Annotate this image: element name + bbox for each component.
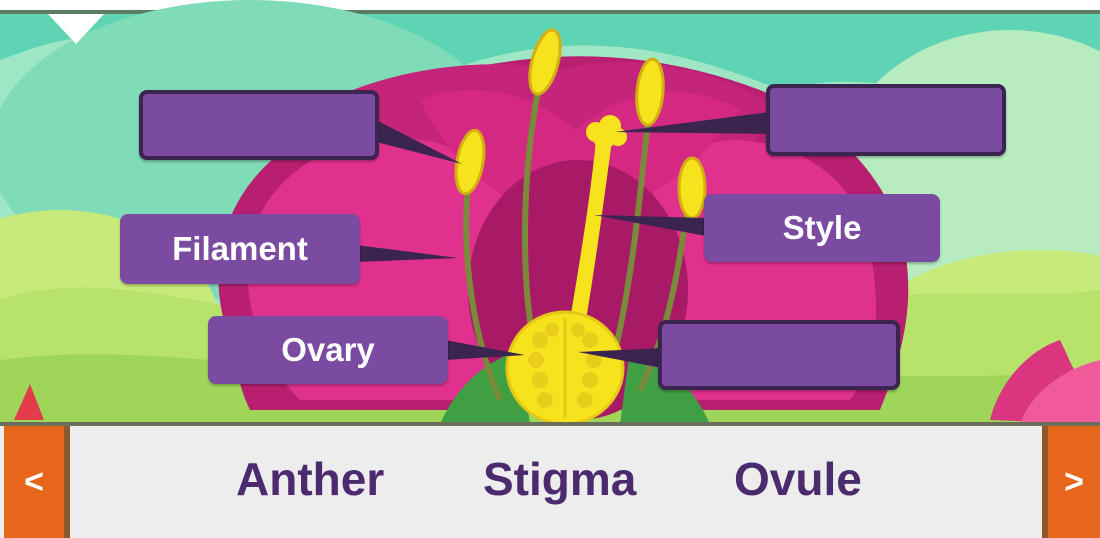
next-button[interactable]: >	[1042, 426, 1100, 538]
style-label-text: Style	[783, 209, 862, 247]
word-ovule[interactable]: Ovule	[734, 456, 862, 502]
filament-label[interactable]: Filament	[120, 214, 360, 284]
word-stigma[interactable]: Stigma	[483, 456, 636, 502]
filament-label-text: Filament	[172, 230, 308, 268]
word-anther[interactable]: Anther	[236, 456, 384, 502]
word-bank-tray: < Anther Stigma Ovule >	[0, 422, 1100, 538]
ovary-label[interactable]: Ovary	[208, 316, 448, 384]
ovule-drop-slot[interactable]	[658, 320, 900, 390]
prev-button[interactable]: <	[4, 426, 70, 538]
stigma-drop-slot[interactable]	[766, 84, 1006, 156]
anther-drop-slot[interactable]	[139, 90, 379, 160]
tray-divider	[0, 422, 1100, 426]
style-label[interactable]: Style	[704, 194, 940, 262]
ovary-label-text: Ovary	[281, 331, 375, 369]
next-arrow-icon: >	[1064, 463, 1084, 502]
prev-arrow-icon: <	[24, 463, 44, 502]
